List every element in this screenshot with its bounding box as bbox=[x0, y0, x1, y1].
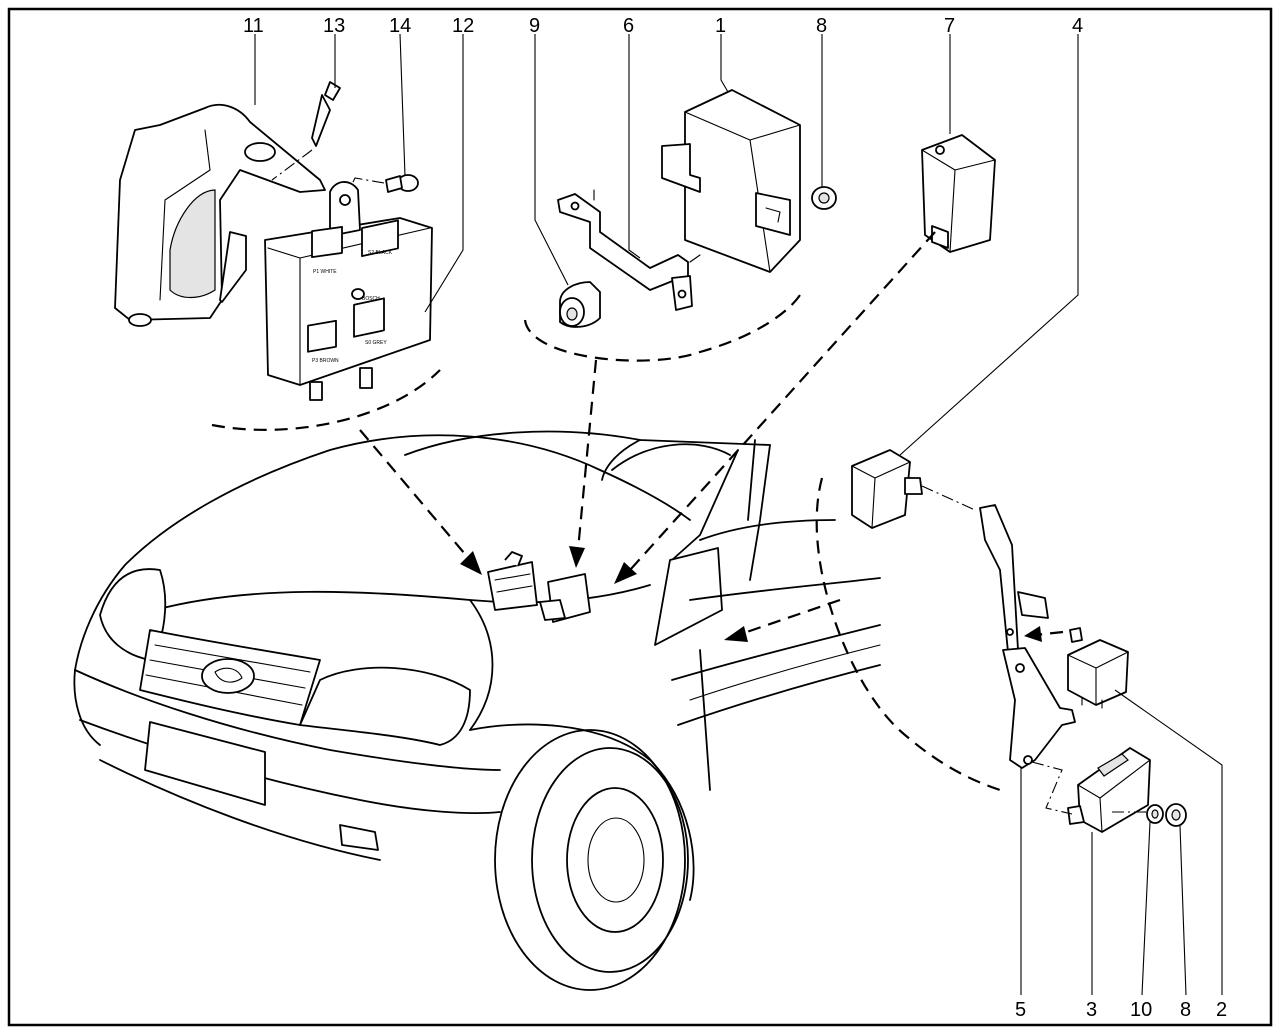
connector-label-black: S2 BLACK bbox=[368, 250, 393, 256]
vehicle-front-view bbox=[73, 430, 881, 991]
callout-12: 12 bbox=[452, 15, 474, 37]
part-12-control-module: P1 WHITE S2 BLACK P3 BROWN S0 GREY BOSCH bbox=[264, 181, 433, 401]
callout-3: 3 bbox=[1086, 999, 1097, 1021]
callout-1: 1 bbox=[715, 15, 726, 37]
leader-lines bbox=[254, 33, 1223, 996]
part-9-grommet bbox=[559, 281, 601, 328]
part-7-relay bbox=[921, 134, 996, 253]
callout-5: 5 bbox=[1015, 999, 1026, 1021]
callout-11: 11 bbox=[243, 15, 264, 37]
part-11-bracket bbox=[114, 103, 326, 327]
callout-9: 9 bbox=[529, 15, 540, 37]
connector-label-white: P1 WHITE bbox=[313, 269, 337, 275]
part-10-washer bbox=[1146, 804, 1164, 824]
connector-label-grey: S0 GREY bbox=[365, 340, 387, 346]
part-8-nut-bottom bbox=[1165, 803, 1187, 827]
callout-13: 13 bbox=[323, 15, 345, 37]
installed-relay-group bbox=[539, 573, 591, 623]
connector-label-brown: P3 BROWN bbox=[312, 358, 339, 364]
part-6-bracket bbox=[557, 189, 701, 311]
callout-7: 7 bbox=[944, 15, 955, 37]
part-13-rivet bbox=[271, 81, 341, 181]
part-2-relay bbox=[1067, 627, 1129, 709]
installation-guides bbox=[211, 231, 1064, 792]
callout-10: 10 bbox=[1130, 999, 1152, 1021]
callout-8-top: 8 bbox=[816, 15, 827, 37]
module-maker-label: BOSCH bbox=[362, 296, 380, 302]
callout-4: 4 bbox=[1072, 15, 1083, 37]
callout-14: 14 bbox=[389, 15, 411, 37]
part-1-control-unit bbox=[661, 89, 801, 273]
part-4-relay bbox=[851, 449, 976, 529]
part-14-screw bbox=[349, 174, 419, 193]
callout-8-bottom: 8 bbox=[1180, 999, 1191, 1021]
callout-6: 6 bbox=[623, 15, 634, 37]
callout-2: 2 bbox=[1216, 999, 1227, 1021]
part-8-nut-top bbox=[811, 186, 837, 210]
callout-labels: 11 13 14 12 9 6 1 8 7 4 5 3 10 8 2 bbox=[243, 15, 1227, 1021]
installed-module-group bbox=[487, 551, 538, 611]
part-5-bracket bbox=[979, 504, 1076, 769]
part-3-module bbox=[1031, 747, 1151, 833]
